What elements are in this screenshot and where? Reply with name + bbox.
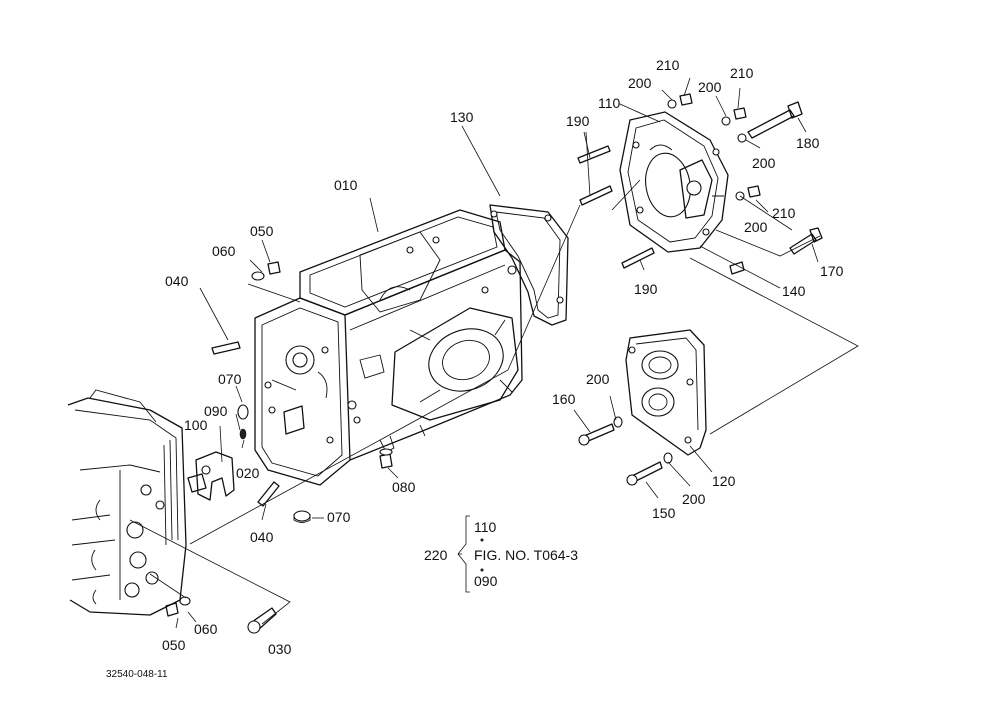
label-130: 130	[450, 109, 474, 125]
front-housing-fragment	[67, 389, 187, 616]
leader-lines	[129, 77, 859, 629]
label-150: 150	[652, 505, 676, 521]
drawing-number: 32540-048-11	[106, 669, 168, 680]
rear-cover-110	[619, 111, 729, 253]
label-080: 080	[392, 479, 416, 495]
reference-figure: FIG. NO. T064-3	[474, 547, 578, 563]
label-020: 020	[236, 465, 260, 481]
label-050-lower: 050	[162, 637, 186, 653]
label-010: 010	[334, 177, 358, 193]
label-100: 100	[184, 417, 208, 433]
label-070-lower: 070	[327, 509, 351, 525]
label-200-e: 200	[586, 371, 610, 387]
label-200-f: 200	[682, 491, 706, 507]
reference-group: 220	[424, 547, 448, 563]
transmission-case-010	[254, 209, 523, 486]
label-070-upper: 070	[218, 371, 242, 387]
part-labels: 010 020 030 040 040 050 050 060 060 070 …	[162, 57, 844, 657]
label-050-upper: 050	[250, 223, 274, 239]
label-190-lower: 190	[634, 281, 658, 297]
label-120: 120	[712, 473, 736, 489]
label-040-lower: 040	[250, 529, 274, 545]
rear-cover-120	[625, 329, 707, 456]
label-110: 110	[598, 95, 621, 111]
label-030: 030	[268, 641, 292, 657]
label-200-b: 200	[698, 79, 722, 95]
label-060-lower: 060	[194, 621, 218, 637]
reference-callout: 110 220 FIG. NO. T064-3 090	[424, 515, 578, 593]
label-090: 090	[204, 403, 228, 419]
gasket-130	[489, 204, 569, 326]
label-200-c: 200	[752, 155, 776, 171]
label-210-b: 210	[730, 65, 754, 81]
label-170: 170	[820, 263, 844, 279]
reference-bottom: 090	[474, 573, 498, 589]
bracket-100	[187, 451, 235, 501]
label-160: 160	[552, 391, 576, 407]
label-190-upper: 190	[566, 113, 590, 129]
label-180: 180	[796, 135, 820, 151]
hardware	[165, 93, 823, 634]
label-200-a: 200	[628, 75, 652, 91]
reference-top: 110	[474, 519, 497, 535]
label-200-d: 200	[744, 219, 768, 235]
label-140: 140	[782, 283, 806, 299]
label-210-a: 210	[656, 57, 680, 73]
label-060-upper: 060	[212, 243, 236, 259]
label-210-c: 210	[772, 205, 796, 221]
label-040-upper: 040	[165, 273, 189, 289]
